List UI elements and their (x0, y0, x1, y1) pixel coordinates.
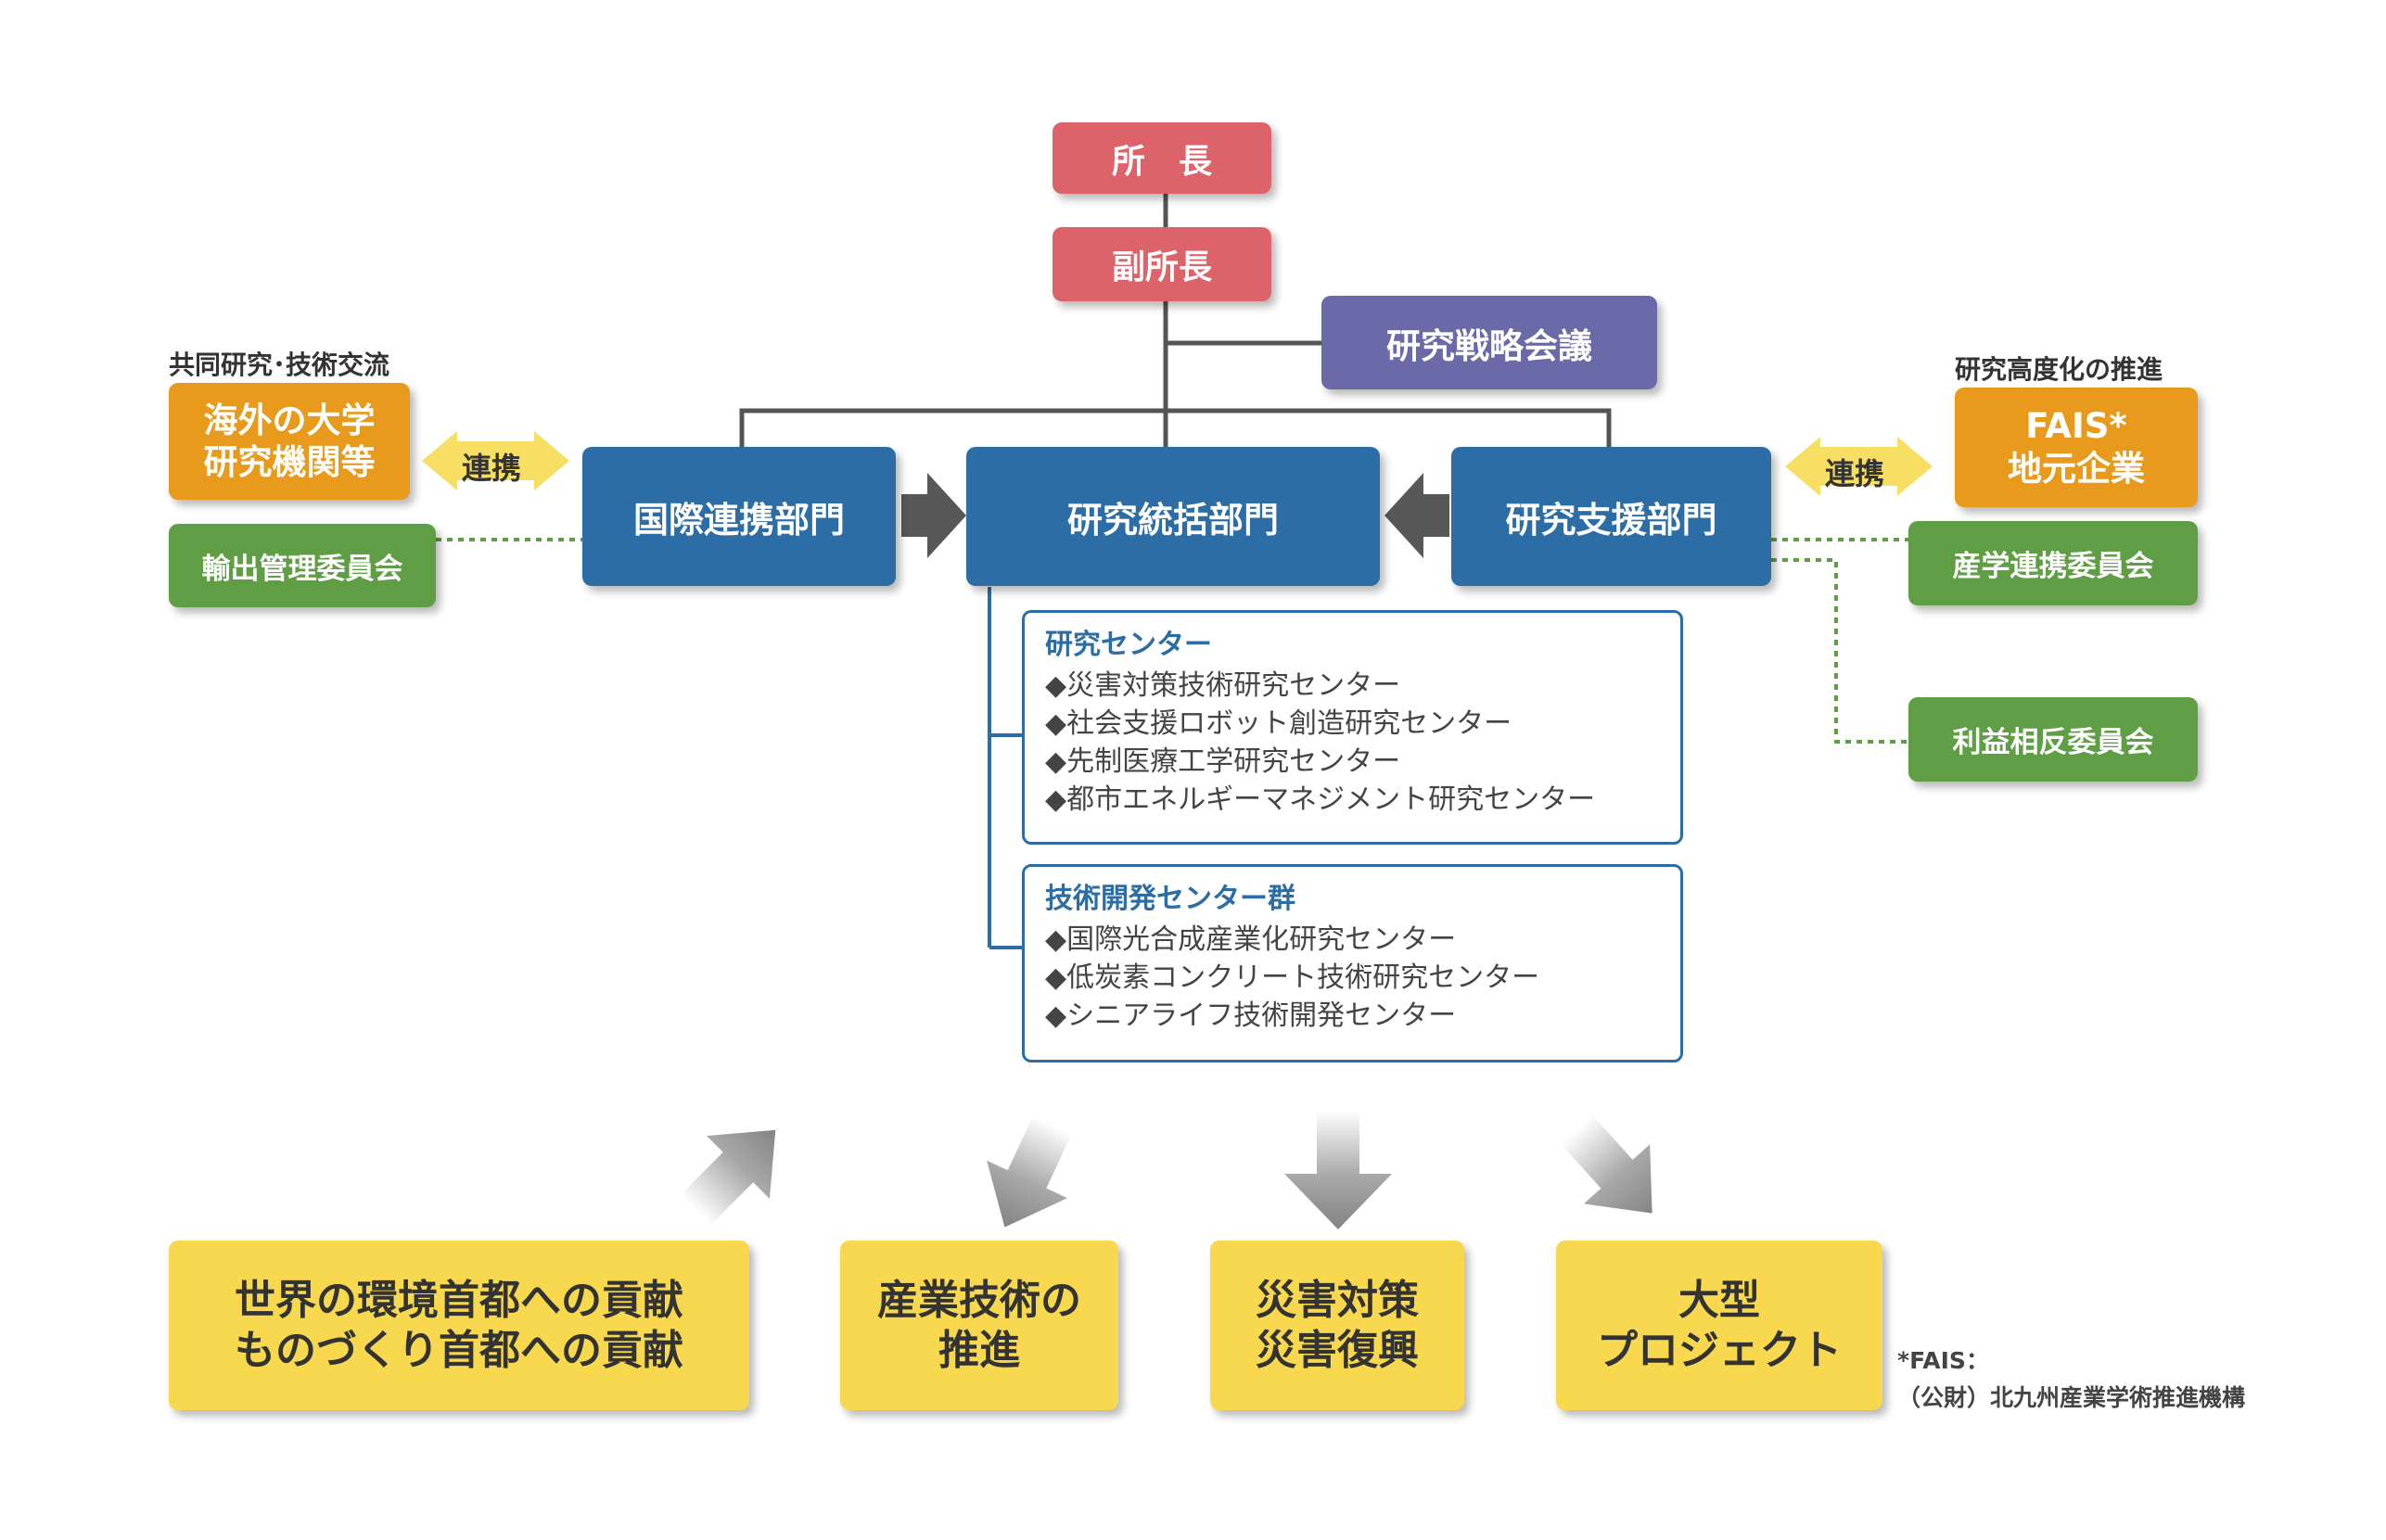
outcome-line2: プロジェクト (1597, 1326, 1842, 1374)
coordination-department-box: 研究統括部門 (966, 447, 1380, 586)
industry-collaboration-committee-box: 産学連携委員会 (1908, 521, 2198, 605)
outcome-arrow-3 (1284, 1111, 1392, 1229)
outcome-line1: 災害対策 (1256, 1276, 1419, 1324)
director-box: 所 長 (1053, 122, 1271, 194)
tech-centers-panel: 技術開発センター群 ◆国際光合成産業化研究センター ◆低炭素コンクリート技術研究… (1022, 864, 1683, 1063)
double-arrow-right-icon (1785, 437, 1933, 496)
tech-center-item: ◆低炭素コンクリート技術研究センター (1045, 961, 1540, 994)
strategy-council-box: 研究戦略会議 (1321, 296, 1657, 389)
outcome-project-box: 大型 プロジェクト (1556, 1241, 1882, 1410)
research-centers-panel: 研究センター ◆災害対策技術研究センター ◆社会支援ロボット創造研究センター ◆… (1022, 610, 1683, 845)
left-caption: 共同研究･技術交流 (169, 350, 390, 380)
footnote-line2: （公財）北九州産業学術推進機構 (1897, 1384, 2246, 1411)
outcome-line2: ものづくり首都への貢献 (235, 1326, 683, 1374)
outcome-line1: 大型 (1678, 1276, 1760, 1324)
outcome-line2: 推進 (938, 1326, 1020, 1374)
conflict-of-interest-committee-box: 利益相反委員会 (1908, 697, 2198, 782)
outcome-environment-box: 世界の環境首都への貢献 ものづくり首都への貢献 (169, 1241, 749, 1410)
overseas-partner-line2: 研究機関等 (203, 442, 376, 482)
outcome-arrow-1 (680, 1129, 776, 1226)
tech-center-item: ◆国際光合成産業化研究センター (1045, 923, 1457, 956)
fais-partner-box: FAIS* 地元企業 (1955, 388, 2198, 507)
outcome-industry-box: 産業技術の 推進 (840, 1241, 1118, 1410)
tech-center-item: ◆シニアライフ技術開発センター (1045, 999, 1457, 1032)
fais-partner-line2: 地元企業 (2008, 448, 2145, 489)
footnote-line1: *FAIS： (1897, 1347, 1989, 1374)
research-center-item: ◆災害対策技術研究センター (1045, 669, 1401, 702)
export-control-committee-box: 輸出管理委員会 (169, 524, 436, 607)
international-department-box: 国際連携部門 (582, 447, 896, 586)
arrow-left-icon (1384, 473, 1449, 558)
research-center-item: ◆先制医療工学研究センター (1045, 745, 1401, 778)
support-department-box: 研究支援部門 (1451, 447, 1771, 586)
outcome-arrow-4 (1560, 1114, 1652, 1214)
research-centers-title: 研究センター (1045, 629, 1212, 661)
fais-partner-line1: FAIS* (2025, 406, 2127, 447)
vice-director-box: 副所長 (1053, 227, 1271, 301)
outcome-disaster-box: 災害対策 災害復興 (1210, 1241, 1464, 1410)
overseas-partner-box: 海外の大学 研究機関等 (169, 383, 410, 500)
overseas-partner-line1: 海外の大学 (203, 400, 376, 440)
research-center-item: ◆社会支援ロボット創造研究センター (1045, 707, 1512, 740)
research-center-item: ◆都市エネルギーマネジメント研究センター (1045, 783, 1596, 816)
left-link-label: 連携 (462, 451, 522, 486)
arrow-right-icon (901, 473, 966, 558)
double-arrow-left-icon (422, 431, 569, 490)
outcome-line1: 世界の環境首都への貢献 (235, 1276, 683, 1324)
outcome-line1: 産業技術の (877, 1276, 1081, 1324)
right-link-label: 連携 (1825, 456, 1885, 491)
outcome-line2: 災害復興 (1256, 1326, 1419, 1374)
outcome-arrow-2 (987, 1115, 1072, 1228)
right-caption: 研究高度化の推進 (1955, 354, 2163, 385)
tech-centers-title: 技術開発センター群 (1045, 883, 1295, 915)
